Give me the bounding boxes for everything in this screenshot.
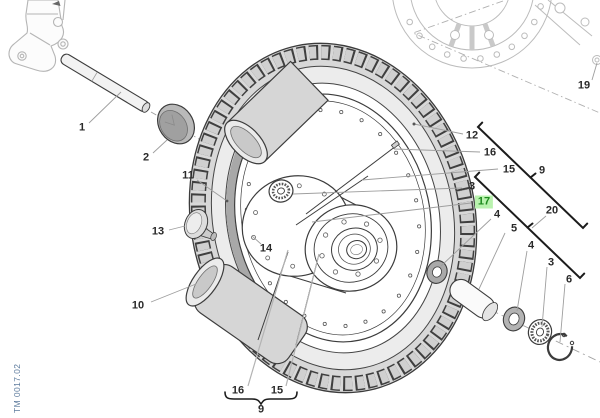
- callout-13[interactable]: 13: [151, 225, 165, 238]
- circlip-part: [546, 332, 575, 362]
- callout-1[interactable]: 1: [78, 121, 86, 134]
- callout-5[interactable]: 5: [510, 222, 518, 235]
- callout-15-bottom[interactable]: 15: [270, 384, 284, 397]
- axle-part: [60, 53, 151, 113]
- bracket-group-9-tick: [529, 172, 537, 179]
- callout-12[interactable]: 12: [465, 129, 479, 142]
- callout-20[interactable]: 20: [545, 204, 559, 217]
- callout-16-bottom[interactable]: 16: [231, 384, 245, 397]
- callout-16-right[interactable]: 16: [483, 146, 497, 159]
- dust-cap-part: [156, 103, 196, 145]
- group-brackets: [224, 121, 589, 406]
- callout-9-bottom[interactable]: 9: [257, 403, 265, 416]
- fork-leg-ghost: [8, 0, 69, 72]
- callout-3-right[interactable]: 3: [547, 256, 555, 269]
- bracket-group-20-tick: [526, 222, 534, 229]
- callout-6[interactable]: 6: [565, 273, 573, 286]
- callout-10[interactable]: 10: [131, 299, 145, 312]
- section-centerline: [411, 0, 600, 114]
- callout-15-right[interactable]: 15: [502, 163, 516, 176]
- callout-4-b[interactable]: 4: [527, 239, 535, 252]
- seal-washer-a-part: [426, 260, 448, 284]
- tube-upper-section: [224, 60, 329, 165]
- brake-disc-ghost: [392, 0, 600, 69]
- callout-2[interactable]: 2: [142, 151, 150, 164]
- rim-lock-part: [183, 208, 217, 241]
- hub-front-flange-holes: [319, 219, 383, 277]
- callout-3-left[interactable]: 3: [468, 180, 476, 193]
- leader-lines: [88, 62, 598, 387]
- callout-9-right[interactable]: 9: [538, 164, 546, 177]
- callout-17-highlighted[interactable]: 17: [474, 195, 494, 209]
- tube-lower-section: [185, 257, 308, 365]
- disc-vent-holes: [406, 3, 544, 62]
- callout-19[interactable]: 19: [577, 79, 591, 92]
- bearing-part: [527, 318, 553, 346]
- callout-14[interactable]: 14: [259, 242, 273, 255]
- spacer-tube-part: [449, 278, 499, 322]
- hub-bearing-part: [268, 179, 294, 203]
- callout-4-a[interactable]: 4: [493, 208, 501, 221]
- drawing-number-watermark: TM 0017.02: [12, 363, 22, 413]
- brace-group-9-bottom: [224, 391, 298, 406]
- seal-washer-b-part: [502, 306, 526, 332]
- callout-11[interactable]: 11: [182, 169, 194, 182]
